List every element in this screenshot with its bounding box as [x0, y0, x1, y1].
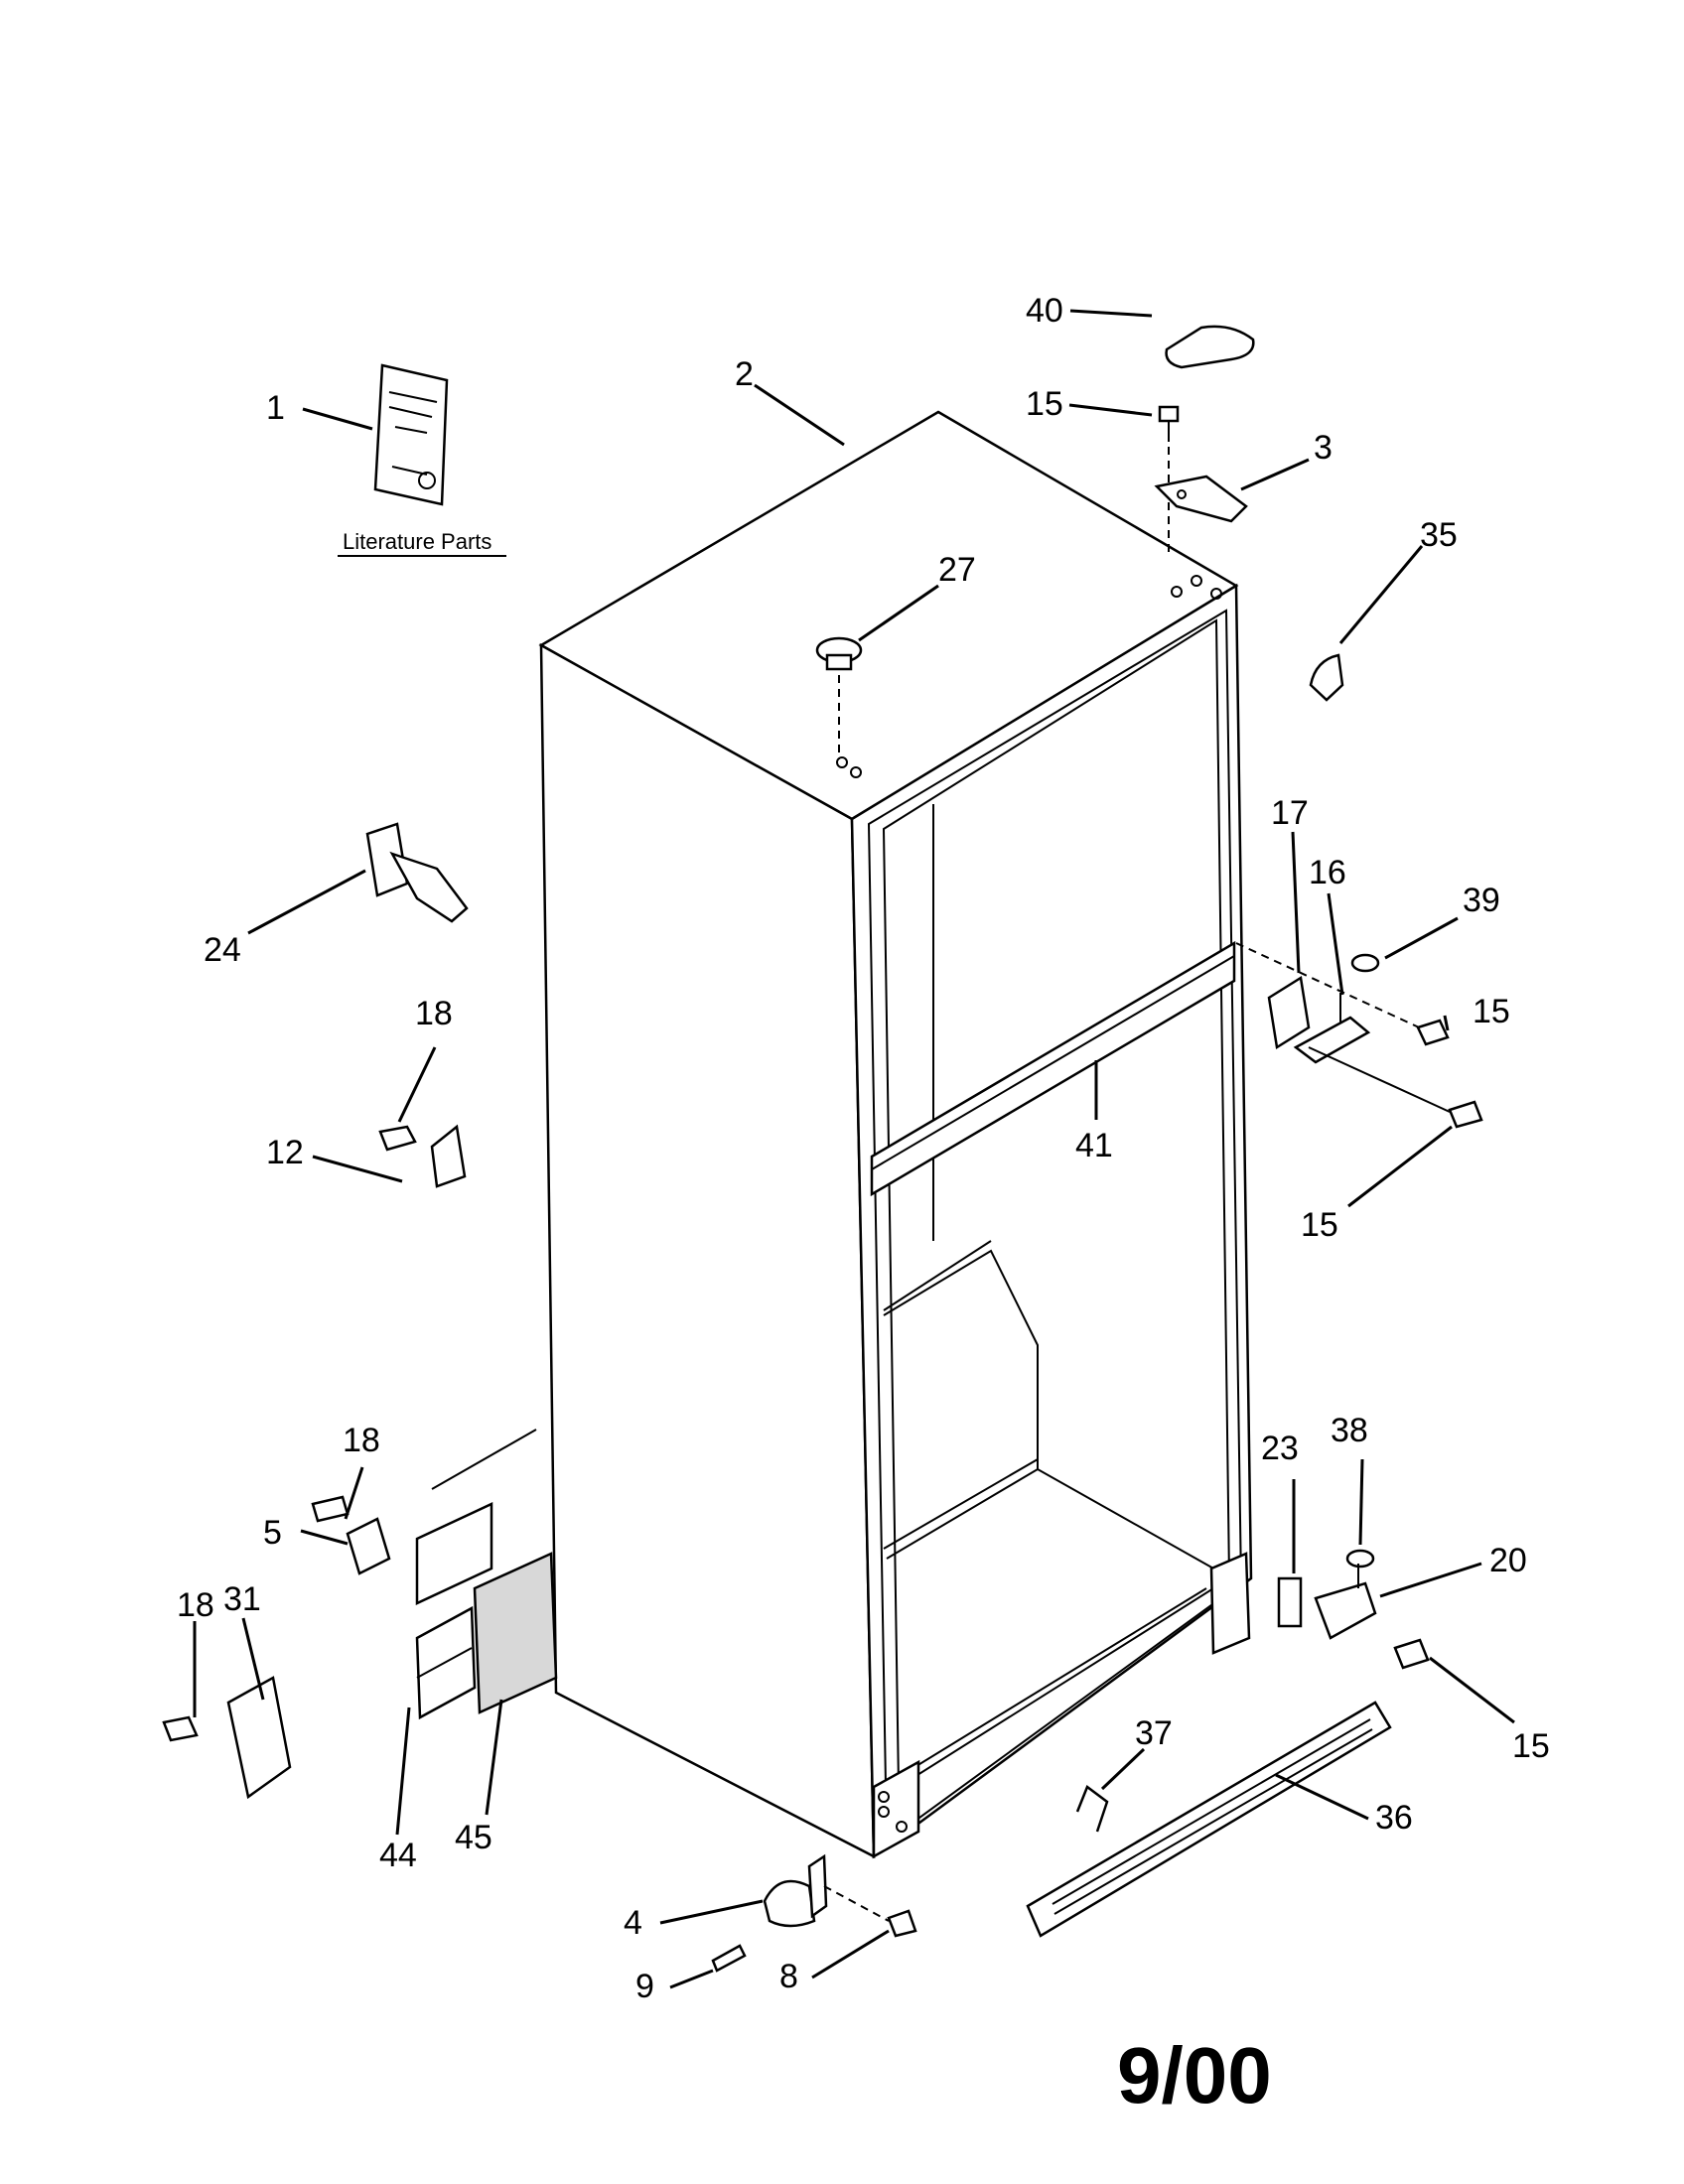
door-stop-icon	[365, 822, 469, 923]
center-hinge-icon	[1235, 942, 1451, 1113]
callout-18-mid: 18	[343, 1422, 380, 1459]
screw-icon	[1158, 405, 1180, 556]
callout-8: 8	[779, 1958, 798, 1995]
screw-icon	[1448, 1100, 1483, 1129]
callout-15-bottom: 15	[1512, 1727, 1550, 1765]
literature-booklet-icon	[338, 363, 506, 557]
callout-3: 3	[1314, 429, 1333, 467]
callout-35: 35	[1420, 516, 1458, 554]
callout-31: 31	[223, 1580, 261, 1618]
date-code: 9/00	[1117, 2031, 1272, 2119]
side-cover-icon	[162, 1676, 292, 1800]
callout-17: 17	[1271, 794, 1309, 832]
callout-24: 24	[204, 931, 241, 969]
plug-button-icon	[815, 636, 863, 759]
callout-12: 12	[266, 1134, 304, 1171]
callout-45: 45	[455, 1819, 492, 1856]
grille-clip-icon	[1075, 1785, 1109, 1833]
leader-lines	[193, 309, 1515, 1989]
top-hinge-icon	[1154, 475, 1248, 523]
callout-27: 27	[938, 551, 976, 589]
callout-9: 9	[635, 1968, 654, 2005]
callout-18-lower: 18	[177, 1586, 214, 1624]
callout-15-mid: 15	[1301, 1206, 1338, 1244]
insulation-pad-icon	[473, 1552, 558, 1714]
callout-15-right: 15	[1473, 993, 1510, 1030]
callout-15-top: 15	[1026, 385, 1063, 423]
screw-icon	[1416, 1019, 1450, 1046]
lower-bracket-icon	[311, 1429, 537, 1720]
callout-23: 23	[1261, 1430, 1299, 1467]
divider-rail-icon	[870, 940, 1236, 1197]
callout-36: 36	[1375, 1799, 1413, 1837]
callout-40: 40	[1026, 292, 1063, 330]
callout-38: 38	[1331, 1412, 1368, 1449]
hinge-cover-icon	[1165, 325, 1255, 369]
callout-20: 20	[1489, 1542, 1527, 1579]
callout-37: 37	[1135, 1714, 1173, 1752]
callout-39: 39	[1463, 882, 1500, 919]
callout-41: 41	[1075, 1127, 1113, 1164]
screw-icon	[1393, 1638, 1430, 1670]
door-closer-cam-icon	[378, 1124, 467, 1188]
callout-2: 2	[735, 355, 754, 393]
callout-5: 5	[263, 1514, 282, 1552]
leveling-leg-icon	[711, 1853, 917, 1973]
toe-grille-icon	[1026, 1701, 1392, 1938]
hinge-cap-icon	[1309, 653, 1344, 702]
callout-1: 1	[266, 389, 285, 427]
callout-18-upper: 18	[415, 995, 453, 1032]
callout-16: 16	[1309, 854, 1346, 891]
bottom-hinge-icon	[1209, 1549, 1377, 1655]
callout-44: 44	[379, 1837, 417, 1874]
refrigerator-cabinet	[538, 410, 1253, 1859]
callout-4: 4	[624, 1904, 642, 1942]
literature-parts-caption: Literature Parts	[343, 529, 491, 554]
